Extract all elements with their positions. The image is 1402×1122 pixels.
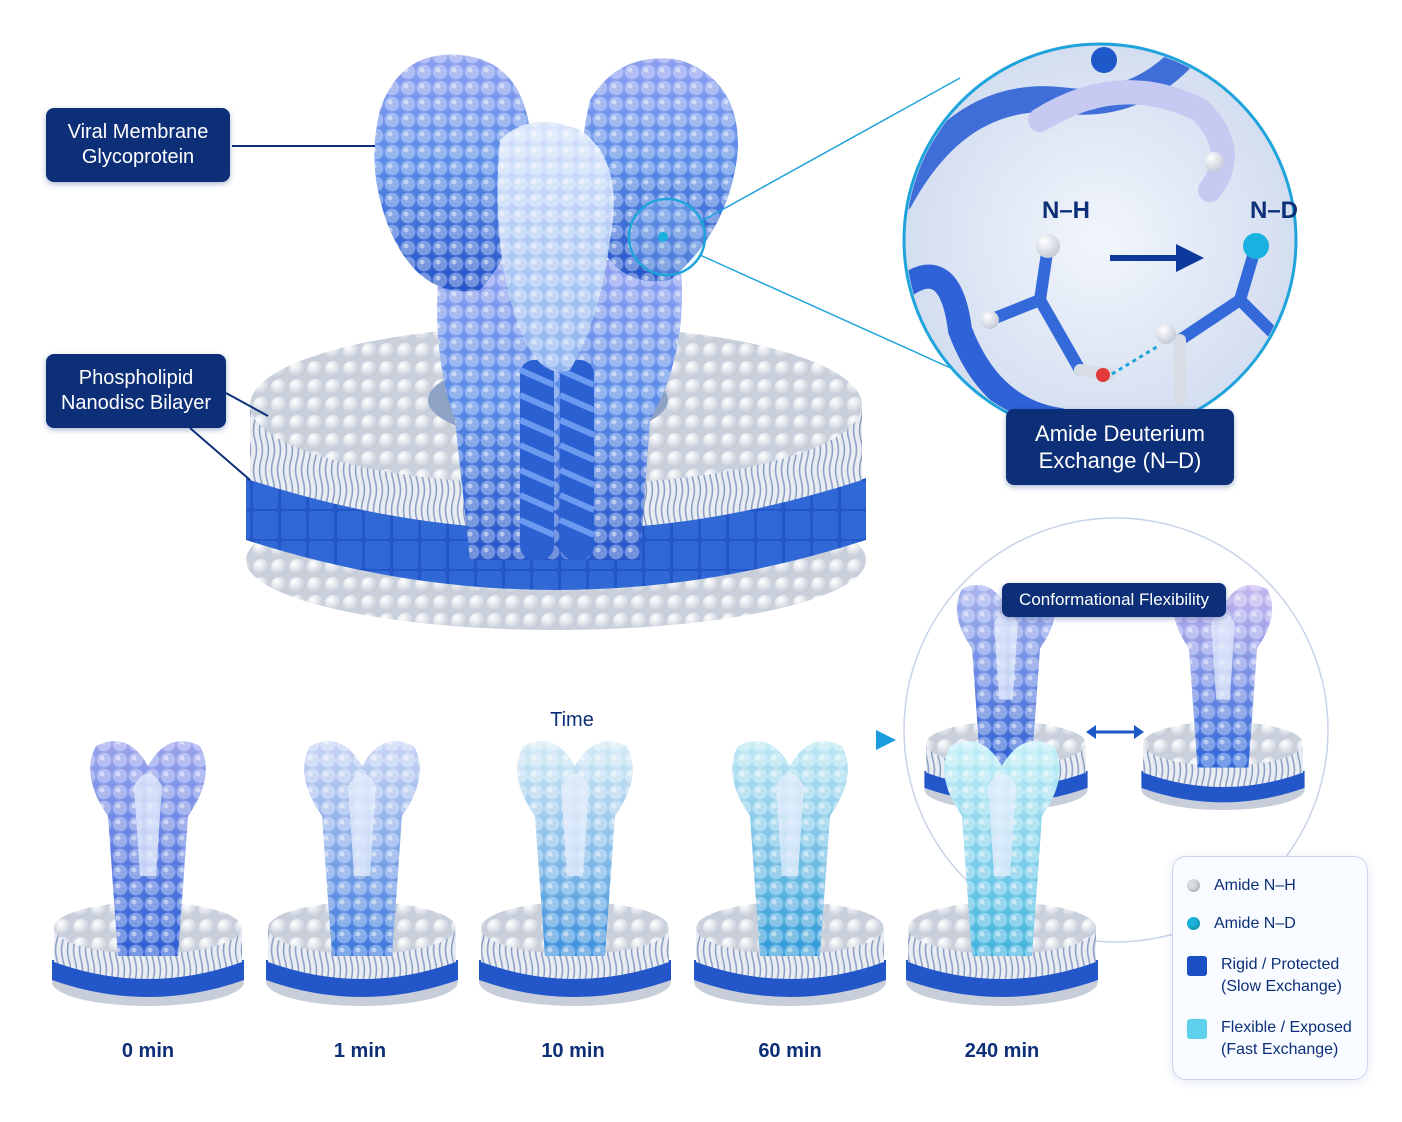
time-arrow-head (876, 730, 896, 750)
zoom-inset: N–H N–D (902, 42, 1298, 438)
amide-nh-swatch (1187, 879, 1200, 892)
time-series-models (52, 741, 1098, 1006)
time-model-0 (52, 741, 244, 1006)
zoom-connector-bottom (699, 254, 956, 371)
time-label-3: 60 min (758, 1040, 822, 1062)
nanodisc-label: Phospholipid Nanodisc Bilayer (46, 354, 226, 428)
time-axis-label: Time (550, 709, 594, 731)
nanodisc-callout-line-2 (189, 427, 251, 481)
nanodisc-callout-line-1 (225, 392, 269, 417)
legend-item-flexible: Flexible / Exposed (Fast Exchange) (1187, 1017, 1352, 1062)
rigid-swatch (1187, 956, 1207, 976)
time-label-1: 1 min (333, 1040, 387, 1062)
legend-item-amide-nd: Amide N–D (1187, 913, 1296, 935)
time-model-3 (694, 741, 886, 1006)
flexible-swatch (1187, 1019, 1207, 1039)
transmembrane-helix (518, 360, 596, 560)
time-label-2: 10 min (541, 1040, 605, 1062)
zoom-connector-top (699, 77, 961, 223)
flexibility-label: Conformational Flexibility (1002, 583, 1226, 617)
legend: Amide N–H Amide N–D Rigid / Protected (S… (1172, 856, 1368, 1080)
time-model-1 (266, 741, 458, 1006)
time-label-0: 0 min (121, 1040, 175, 1062)
main-glycoprotein-model (374, 54, 739, 560)
deuterium-exchange-label: Amide Deuterium Exchange (N–D) (1006, 409, 1234, 485)
legend-item-rigid: Rigid / Protected (Slow Exchange) (1187, 954, 1342, 999)
time-model-4 (906, 741, 1098, 1006)
glycoprotein-label: Viral Membrane Glycoprotein (46, 108, 230, 182)
time-label-4: 240 min (964, 1040, 1040, 1062)
exchange-arrow-head (1176, 244, 1204, 272)
flex-model-right (1141, 584, 1305, 810)
legend-item-amide-nh: Amide N–H (1187, 875, 1296, 897)
nd-label: N–D (1250, 197, 1298, 224)
nh-label: N–H (1042, 197, 1090, 224)
time-model-2 (479, 741, 671, 1006)
time-axis: Time (80, 709, 896, 750)
amide-nd-swatch (1187, 917, 1200, 930)
amide-nd-fragment (1156, 233, 1294, 406)
amide-nh-fragment (981, 234, 1161, 382)
